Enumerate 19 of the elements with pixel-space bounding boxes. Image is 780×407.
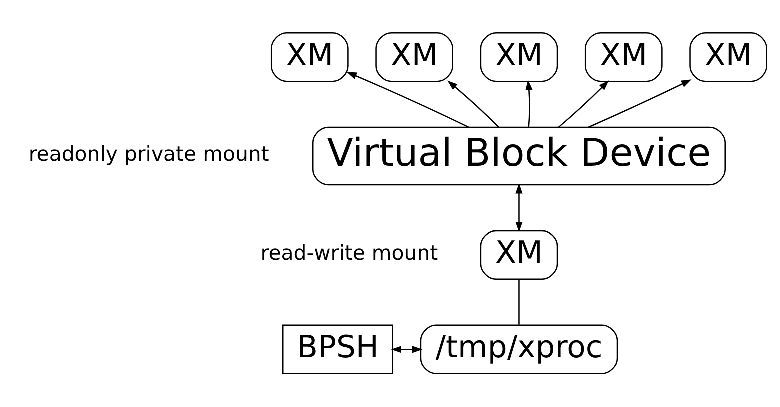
node-box: XM <box>270 32 349 82</box>
arrow <box>448 80 500 128</box>
arrow <box>346 72 470 128</box>
node-box: XM <box>584 32 663 82</box>
arrow <box>558 80 610 128</box>
node-box: /tmp/xproc <box>420 324 618 375</box>
node-box: XM <box>480 230 558 280</box>
arrow <box>526 80 533 128</box>
node-box: XM <box>690 32 768 82</box>
arrow <box>391 346 423 354</box>
label: read-write mount <box>260 241 438 266</box>
label: readonly private mount <box>28 142 270 166</box>
node-box: XM <box>376 32 454 82</box>
node-box: Virtual Block Device <box>312 126 726 186</box>
node-box: XM <box>480 32 558 82</box>
arrow <box>588 80 692 128</box>
connector <box>518 280 520 325</box>
arrow <box>516 184 523 232</box>
node-box: BPSH <box>282 324 394 375</box>
